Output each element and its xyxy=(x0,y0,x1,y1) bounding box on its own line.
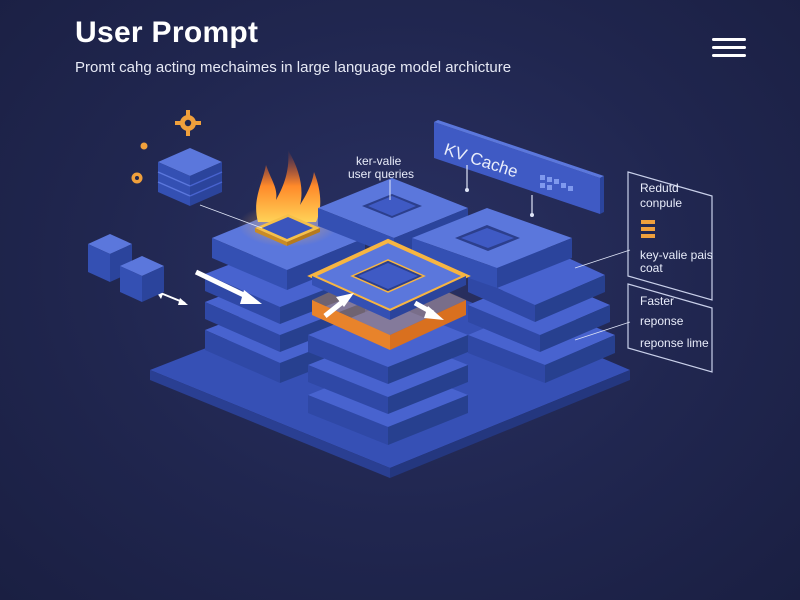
panel2-line3: reponse lime xyxy=(640,336,709,350)
chip-label-keyvalue: ker-valie xyxy=(356,154,402,168)
chip-label-queries: user queries xyxy=(348,167,414,181)
side-panel-faster-response: Faster reponse reponse lime xyxy=(627,283,713,373)
stack-icon xyxy=(641,220,655,238)
side-panel-reduced-compute: Redutd conpule key-valie pais coat xyxy=(627,171,713,301)
panel2-line2: reponse xyxy=(640,314,684,328)
hamburger-menu-icon[interactable] xyxy=(712,37,746,59)
menu-bar xyxy=(712,46,746,49)
panel1-line1: Redutd xyxy=(640,181,679,195)
small-stack-mid-left xyxy=(88,234,164,302)
panel1-line2: conpule xyxy=(640,196,682,210)
gear-icon xyxy=(131,110,201,184)
panel1-line3: key-valie pais xyxy=(640,248,713,262)
page-subtitle: Promt cahg acting mechaimes in large lan… xyxy=(75,59,512,76)
server-stack-right xyxy=(412,208,615,383)
panel2-line1: Faster xyxy=(640,294,674,308)
panel1-line4: coat xyxy=(640,261,663,275)
arrow-icon xyxy=(155,269,444,320)
kv-cache-banner xyxy=(434,120,604,214)
menu-bar xyxy=(712,38,746,41)
page-title: User Prompt xyxy=(75,16,259,49)
chip-left xyxy=(255,214,320,246)
menu-bar xyxy=(712,54,746,57)
small-stack-top-left xyxy=(157,148,223,206)
